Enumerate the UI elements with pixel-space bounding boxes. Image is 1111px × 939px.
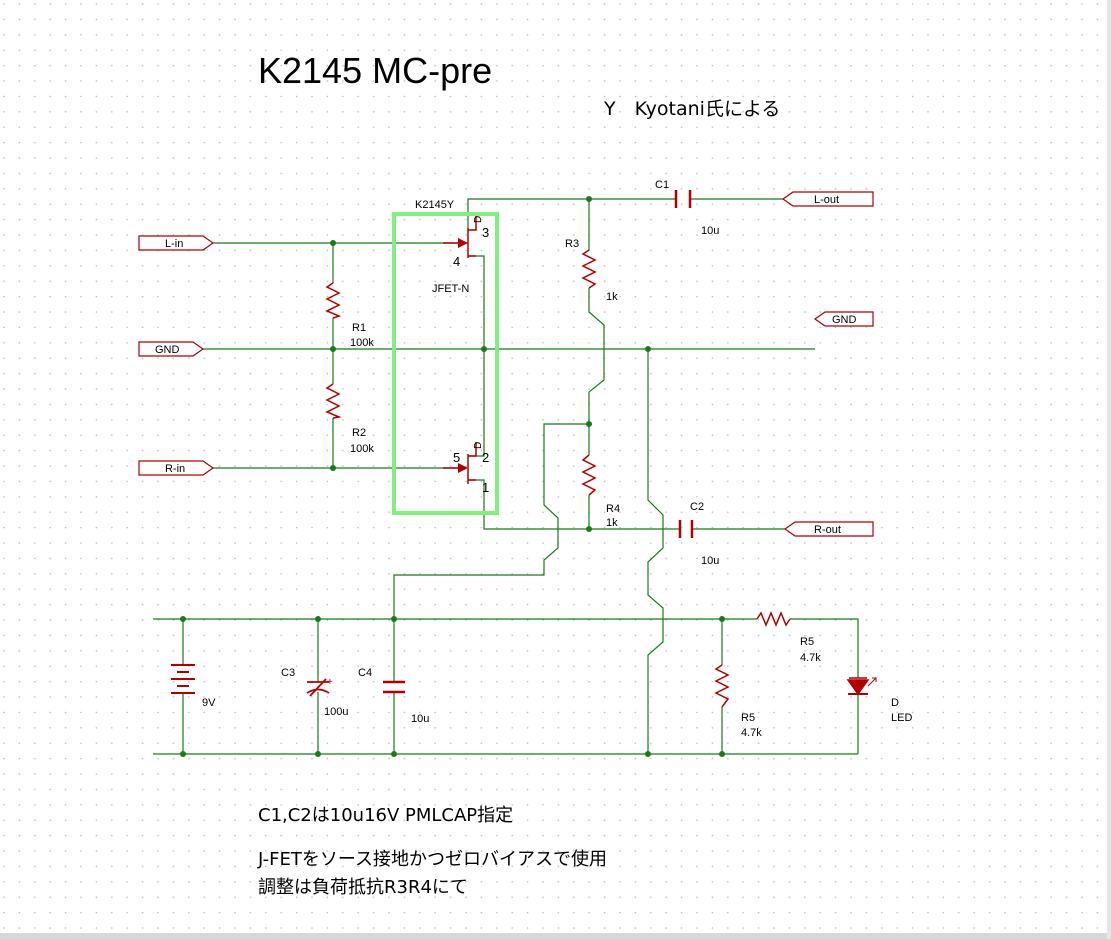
port-r-out-label: R-out	[814, 524, 841, 536]
resistor-r3	[581, 249, 597, 289]
led-symbol	[846, 677, 870, 696]
port-gnd-right-shape	[813, 311, 874, 327]
jfet-type-label: JFET-N	[432, 283, 469, 295]
c1-value: 10u	[701, 225, 719, 237]
capacitor-c4	[383, 680, 405, 694]
port-r-out-shape	[783, 521, 874, 537]
c3-ref: C3	[281, 667, 295, 679]
port-l-in-shape	[138, 235, 215, 251]
resistor-r1	[325, 282, 342, 319]
jfet-lower	[467, 442, 477, 484]
r1-ref: R1	[352, 322, 366, 334]
schematic-title: K2145 MC-pre	[258, 50, 492, 91]
r3-ref: R3	[565, 238, 579, 250]
port-gnd-left-label: GND	[155, 344, 180, 356]
c2-value: 10u	[701, 555, 719, 567]
c4-value: 10u	[411, 713, 429, 725]
capacitor-c2	[678, 520, 694, 538]
c2-ref: C2	[690, 501, 704, 513]
bottom-status-bar	[0, 933, 1111, 939]
led-ref: D	[891, 697, 899, 709]
r3-value: 1k	[606, 291, 618, 303]
jfet-gate-arrows	[458, 238, 468, 473]
jfet-pin-5: 5	[453, 450, 460, 465]
c3-plus: +	[327, 677, 333, 688]
capacitor-c1	[674, 190, 692, 208]
r5-vertical-ref: R5	[741, 712, 755, 724]
jfet-drain-top: D	[473, 216, 484, 223]
note-line-3: 調整は負荷抵抗R3R4にて	[258, 877, 468, 898]
note-line-1: C1,C2は10u16V PMLCAP指定	[258, 805, 513, 826]
resistor-r4	[581, 454, 597, 496]
right-edge-strip	[1107, 0, 1111, 939]
note-line-2: J-FETをソース接地かつゼロバイアスで使用	[257, 849, 607, 870]
jfet-highlight-box	[392, 212, 499, 515]
port-l-out-shape	[781, 191, 874, 207]
jfet-pin-3: 3	[482, 225, 489, 240]
r5-horizontal-value: 4.7k	[800, 652, 821, 664]
jfet-drain-bottom: D	[473, 442, 484, 449]
r4-value: 1k	[606, 517, 618, 529]
schematic-credit: Y Kyotani氏による	[603, 98, 780, 120]
r2-ref: R2	[352, 427, 366, 439]
r2-value: 100k	[350, 443, 374, 455]
capacitor-c3	[306, 678, 330, 697]
battery-value: 9V	[202, 697, 216, 709]
resistor-r2	[325, 383, 342, 419]
c3-value: 100u	[324, 706, 348, 718]
jfet-pin-4: 4	[453, 254, 460, 269]
r5-horizontal-ref: R5	[800, 636, 814, 648]
jfet-part-label: K2145Y	[415, 199, 455, 211]
jfet-pin-1: 1	[482, 480, 489, 495]
port-l-out-label: L-out	[814, 194, 839, 206]
resistor-r5-vertical	[714, 664, 730, 708]
c4-ref: C4	[358, 667, 372, 679]
resistor-r5-horizontal	[756, 611, 791, 627]
c1-ref: C1	[655, 179, 669, 191]
port-flags	[138, 191, 874, 537]
r1-value: 100k	[350, 337, 374, 349]
jfet-pin-2: 2	[482, 450, 489, 465]
r4-ref: R4	[606, 503, 620, 515]
port-r-in-shape	[138, 460, 215, 476]
battery-symbol	[171, 664, 195, 694]
port-l-in-label: L-in	[165, 238, 183, 250]
components	[171, 190, 877, 708]
junction-dots	[180, 196, 725, 757]
led-value: LED	[891, 712, 912, 724]
port-r-in-label: R-in	[165, 463, 185, 475]
r5-vertical-value: 4.7k	[741, 727, 762, 739]
port-gnd-right-label: GND	[832, 314, 857, 326]
port-gnd-left-shape	[138, 341, 205, 357]
